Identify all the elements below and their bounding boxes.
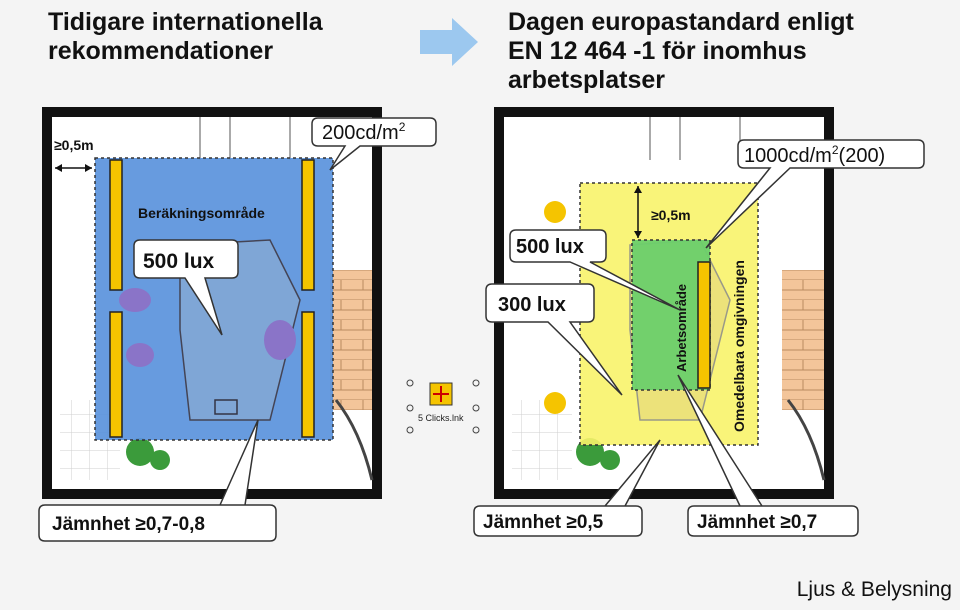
right-luminance-text: 1000cd/m2(200) — [744, 143, 885, 167]
plant-icon — [126, 438, 154, 466]
right-title-line-1: Dagen europastandard enligt — [508, 8, 854, 36]
right-lux-work-callout — [509, 229, 681, 311]
left-uniformity-callout — [38, 419, 277, 542]
right-uniformity-surround-label: Jämnhet ≥0,5 — [483, 512, 604, 533]
right-title-line-2: EN 12 464 -1 för inomhus — [508, 37, 807, 65]
left-luminaire-3 — [301, 159, 315, 291]
shortcut-label: 5 Clicks.lnk — [418, 413, 464, 423]
right-lux-work-label: 500 lux — [516, 236, 584, 258]
right-chair-icon-1 — [544, 201, 566, 223]
right-luminance-callout — [705, 139, 925, 249]
right-chair-icon-2 — [544, 392, 566, 414]
right-title-line-3: arbetsplatser — [508, 66, 666, 94]
right-uniformity-work-callout — [677, 374, 859, 537]
shortcut-icon[interactable]: 5 Clicks.lnk — [406, 379, 480, 434]
left-chair-icon — [264, 320, 296, 360]
right-lux-surround-callout — [485, 283, 623, 396]
right-work-area-label: Arbetsområde — [674, 284, 689, 372]
left-luminaire-2 — [109, 311, 123, 438]
left-desk-shape — [179, 239, 301, 421]
left-luminance-callout — [311, 117, 437, 171]
left-lux-callout — [133, 239, 239, 336]
right-uniformity-work-label: Jämnhet ≥0,7 — [697, 512, 817, 533]
right-title: Dagen europastandard enligt EN 12 464 -1… — [508, 8, 854, 95]
left-luminaire-1 — [109, 159, 123, 291]
footer-label: Ljus & Belysning — [796, 578, 952, 601]
left-dimension-label: ≥0,5m — [54, 137, 94, 153]
left-calc-area-label: Beräkningsområde — [138, 205, 265, 221]
left-title-line-1: Tidigare internationella — [48, 8, 323, 36]
right-uniformity-surround-callout — [473, 439, 661, 537]
right-work-area — [631, 239, 711, 391]
right-luminaire — [697, 261, 711, 389]
right-lux-surround-label: 300 lux — [498, 294, 566, 316]
right-surround-area-label: Omedelbara omgivningen — [731, 260, 747, 432]
left-lux-label: 500 lux — [143, 250, 215, 273]
left-title-line-2: rekommendationer — [48, 37, 274, 65]
left-title: Tidigare internationella rekommendatione… — [48, 8, 323, 66]
right-dimension-label: ≥0,5m — [651, 207, 691, 223]
left-luminance-text: 200cd/m2 — [322, 120, 406, 144]
transition-arrow-icon — [420, 18, 478, 66]
left-uniformity-label: Jämnhet ≥0,7-0,8 — [52, 514, 205, 535]
left-luminaire-4 — [301, 311, 315, 438]
